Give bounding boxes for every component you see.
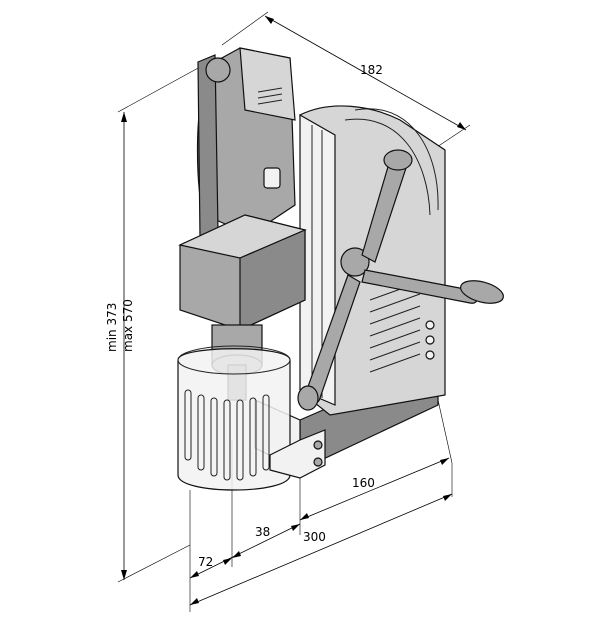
screw-icon — [313, 440, 323, 450]
gear-head — [178, 214, 307, 331]
vent-slots — [369, 281, 421, 373]
dimension-height: min 373 max 570 — [105, 66, 201, 583]
brand-logo-icon — [263, 167, 281, 189]
dimension-160-label: 160 — [352, 476, 375, 490]
indicator-light-icon — [425, 350, 435, 360]
screw-icon — [313, 457, 323, 467]
dimension-72-label: 72 — [198, 555, 213, 569]
chip-guard — [177, 345, 291, 491]
guide-rail — [299, 113, 336, 406]
dimension-height-min-label: min 373 — [105, 303, 119, 352]
dimension-38-label: 38 — [255, 525, 270, 539]
switch-knob-icon — [205, 57, 231, 83]
base-bracket — [269, 429, 326, 479]
dimension-72-38: 72 38 — [189, 440, 301, 579]
indicator-light-icon — [425, 320, 435, 330]
dimension-height-max-label: max 570 — [121, 299, 135, 352]
dimension-300: 300 — [189, 463, 453, 612]
dimension-160: 160 — [299, 399, 453, 535]
dimension-300-label: 300 — [303, 530, 326, 544]
capstan-handle — [297, 149, 505, 411]
indicator-light-icon — [425, 335, 435, 345]
guard-slots — [184, 389, 270, 481]
motor-housing — [196, 47, 296, 239]
dimension-182-label: 182 — [360, 63, 383, 77]
